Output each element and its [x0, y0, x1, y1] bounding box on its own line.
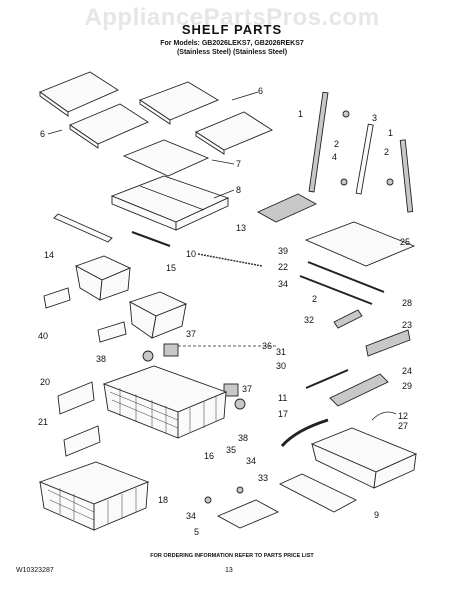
glide-bracket-right [223, 383, 239, 397]
freezer-drawer [310, 427, 418, 489]
crisper-drawer-bottom [128, 291, 188, 339]
callout: 2 [384, 147, 389, 157]
slide-rail-left [305, 369, 349, 389]
callout: 22 [278, 262, 288, 272]
callout: 15 [166, 263, 176, 273]
callout: 4 [332, 152, 337, 162]
screw-upper [342, 110, 350, 118]
callout: 23 [402, 320, 412, 330]
callout: 35 [226, 445, 236, 455]
freezer-basket-upper [102, 365, 228, 439]
glide-bracket-left [163, 343, 179, 357]
callout: 6 [40, 129, 45, 139]
page-title: SHELF PARTS [181, 22, 283, 37]
callout: 12 [398, 411, 408, 421]
shelf-wire [197, 253, 263, 267]
retainer-clip [371, 411, 397, 421]
callout: 17 [278, 409, 288, 419]
watermark: AppliancePartsPros.com [84, 4, 380, 31]
callouts: 6 6 7 8 1 2 4 3 1 2 14 10 13 39 25 22 34… [38, 86, 412, 537]
callout: 9 [374, 510, 379, 520]
deli-tray [256, 193, 318, 223]
slide-rail-right [329, 373, 389, 407]
callout: 34 [278, 279, 288, 289]
callout: 16 [204, 451, 214, 461]
ice-tray [278, 473, 357, 513]
callout: 30 [276, 361, 286, 371]
callout: 24 [402, 366, 412, 376]
fastener-right [236, 486, 244, 494]
glass-shelf-insert [122, 139, 210, 177]
callout: 14 [44, 250, 54, 260]
variants-line: (Stainless Steel) (Stainless Steel) [176, 49, 288, 56]
drawer-handle-upper [43, 287, 71, 309]
shelf-glass-left-bottom [69, 103, 149, 149]
rail-left [308, 91, 329, 193]
drip-tray [216, 499, 280, 529]
callout: 8 [236, 185, 241, 195]
screw-middle [340, 178, 348, 186]
callout: 3 [372, 113, 377, 123]
shelf-bracket [333, 309, 363, 329]
callout: 2 [312, 294, 317, 304]
roller-right [234, 398, 246, 410]
models-line: For Models: GB2026LEKS7, GB2026REKS7 [160, 40, 304, 47]
rail-right [399, 139, 414, 213]
callout: 18 [158, 495, 168, 505]
crisper-drawer-top [74, 255, 132, 301]
glass-shelf-large [304, 221, 416, 267]
crisper-cover [110, 175, 230, 231]
callout: 7 [236, 159, 241, 169]
callout: 39 [278, 246, 288, 256]
document-number: W10323287 [16, 567, 54, 574]
callout: 5 [194, 527, 199, 537]
callout: 1 [298, 109, 303, 119]
callout: 27 [398, 421, 408, 431]
freezer-basket-lower [38, 461, 150, 531]
callout: 25 [400, 237, 410, 247]
front-trim [53, 213, 113, 243]
fastener-left [204, 496, 212, 504]
basket-divider-lower [63, 425, 101, 457]
callout: 10 [186, 249, 196, 259]
damper-rod [131, 231, 171, 247]
callout: 33 [258, 473, 268, 483]
shelf-glass-left-top [39, 71, 119, 117]
trim-strip-lower [299, 275, 373, 305]
drawer-handle-lower [97, 321, 127, 343]
callout: 11 [278, 393, 287, 403]
trim-strip-upper [307, 261, 385, 293]
callout: 40 [38, 331, 48, 341]
shelf-glass-right-top [139, 81, 219, 125]
shelf-track [355, 123, 374, 195]
hinge-assembly [365, 329, 411, 357]
callout: 34 [246, 456, 256, 466]
callout: 36 [262, 341, 272, 351]
callout: 37 [242, 384, 252, 394]
roller-left [142, 350, 154, 362]
callout: 32 [304, 315, 314, 325]
callout: 1 [388, 128, 393, 138]
ordering-note: FOR ORDERING INFORMATION REFER TO PARTS … [150, 553, 314, 559]
slide-band [280, 418, 329, 448]
callout: 34 [186, 511, 196, 521]
page-number: 13 [225, 567, 233, 574]
shelf-glass-right-bottom [195, 111, 273, 155]
callout: 21 [38, 417, 48, 427]
callout: 28 [402, 298, 412, 308]
callout: 29 [402, 381, 412, 391]
callout: 6 [258, 86, 263, 96]
callout: 20 [40, 377, 50, 387]
callout: 13 [236, 223, 246, 233]
callout: 2 [334, 139, 339, 149]
callout: 31 [276, 347, 286, 357]
callout: 37 [186, 329, 196, 339]
callout: 38 [96, 354, 106, 364]
basket-divider-upper [57, 381, 95, 415]
callout: 38 [238, 433, 248, 443]
screw-right [386, 178, 394, 186]
